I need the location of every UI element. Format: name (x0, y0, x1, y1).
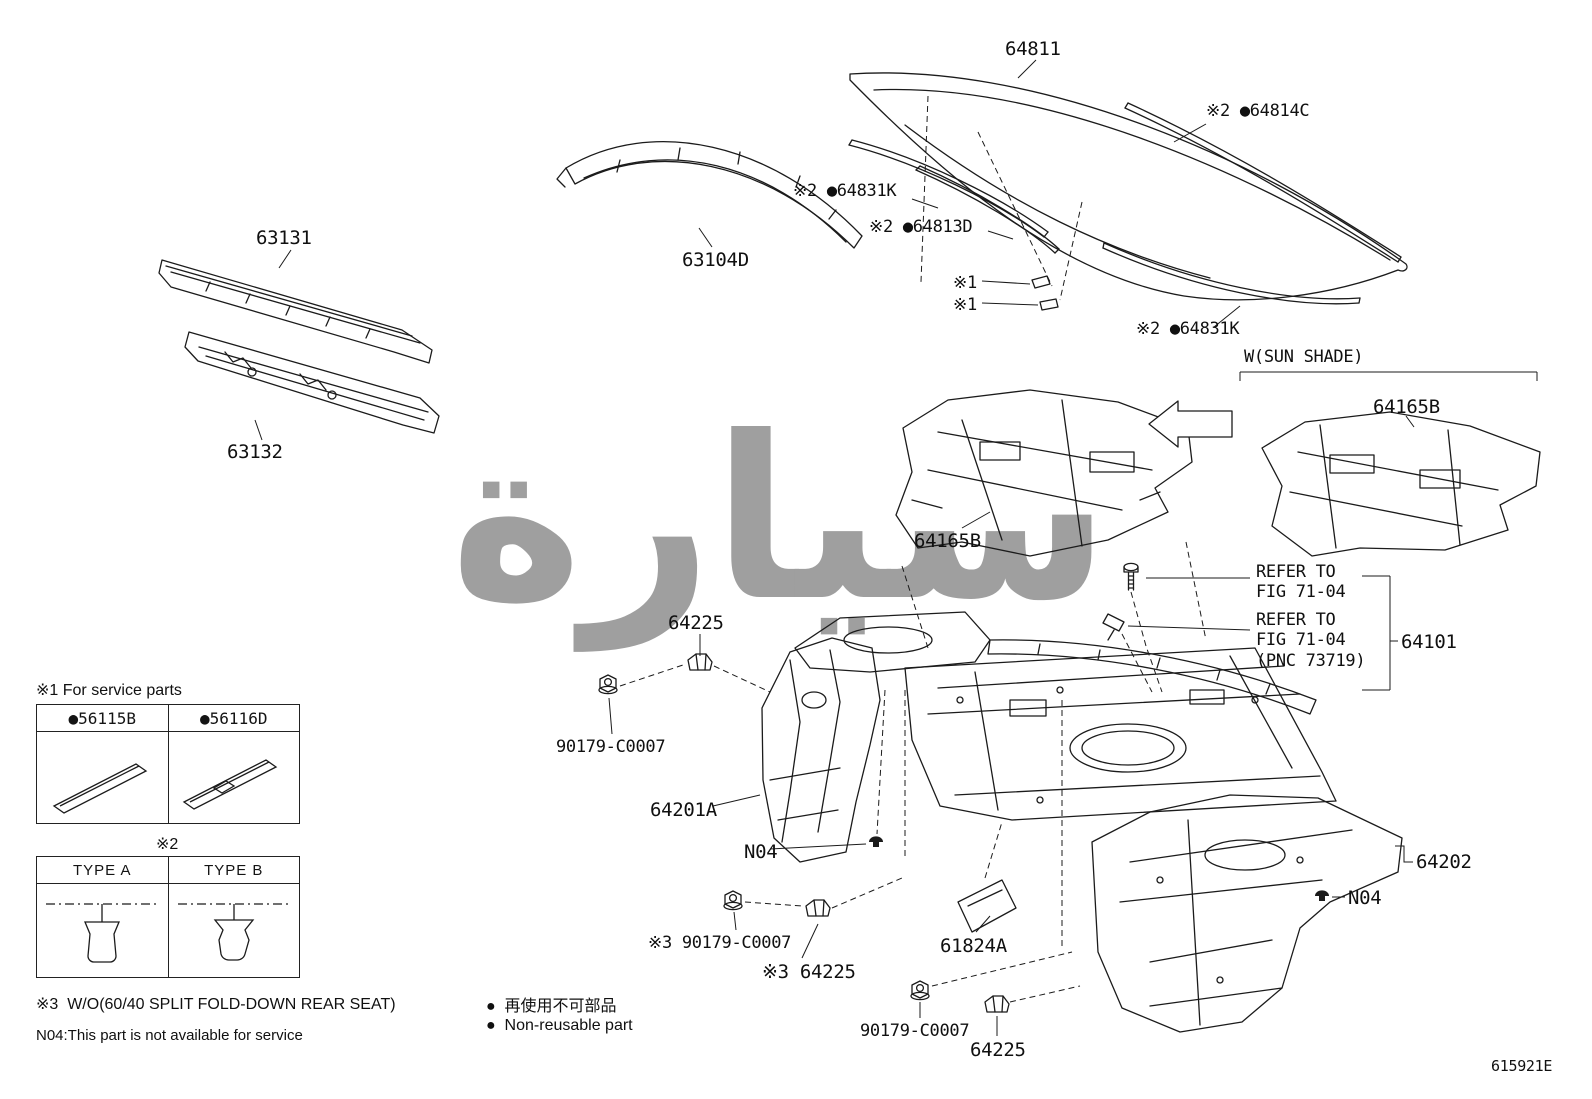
part-label-64225-bottom[interactable]: 64225 (970, 1039, 1026, 1061)
nonreusable-note-jp: ● 再使用不可部品 (486, 998, 617, 1015)
type-b-header: TYPE B (168, 857, 299, 884)
part-label-64831K-upper[interactable]: ※2 ●64831K (793, 181, 897, 201)
nut-90179-C0007-bottom (910, 980, 930, 1001)
part-label-N04-right[interactable]: N04 (1348, 887, 1382, 909)
part-label-63131[interactable]: 63131 (256, 227, 312, 249)
package-tray-panel-64101 (904, 647, 1337, 821)
part-label-56116D[interactable]: ●56116D (168, 705, 299, 732)
clip-64225-top (687, 653, 713, 671)
glass-molding-64814C (1124, 102, 1402, 263)
cowl-panel-63132 (184, 331, 440, 434)
service-parts-col-56115B: ●56115B (37, 705, 168, 823)
part-label-64814C[interactable]: ※2 ●64814C (1206, 101, 1310, 121)
package-tray-trim-64165B-sunshade (1261, 411, 1541, 557)
part-label-90179-C0007-mid[interactable]: ※3 90179-C0007 (648, 933, 792, 953)
service-parts-title: ※1 For service parts (36, 682, 182, 699)
part-label-64202[interactable]: 64202 (1416, 851, 1472, 873)
clip-64225-mid (805, 899, 831, 917)
part-label-63132[interactable]: 63132 (227, 441, 283, 463)
bolt-fig71-04 (1123, 562, 1139, 591)
part-label-64225-top[interactable]: 64225 (668, 612, 724, 634)
roof-header-63104D (556, 141, 863, 249)
part-label-64165B[interactable]: 64165B (914, 530, 981, 552)
refer-note-fig71-04: REFER TO FIG 71-04 (1256, 562, 1346, 603)
upper-rail-panel (794, 611, 1317, 715)
clip-64225-bottom (984, 995, 1010, 1013)
part-56115B-drawing (37, 732, 168, 823)
type-b-col: TYPE B (167, 857, 300, 977)
part-label-63104D[interactable]: 63104D (682, 249, 749, 271)
service-parts-col-56116D: ●56116D (167, 705, 300, 823)
part-label-64225-mid[interactable]: ※3 64225 (762, 961, 856, 983)
grommet-N04-right (1314, 889, 1330, 902)
nonreusable-note-en: ● Non-reusable part (486, 1017, 633, 1034)
type-b-drawing (169, 884, 300, 977)
note-n04: N04:This part is not available for servi… (36, 1027, 303, 1044)
nut-90179-C0007-mid (723, 890, 743, 911)
part-label-64831K-lower[interactable]: ※2 ●64831K (1136, 319, 1240, 339)
part-label-N04-left[interactable]: N04 (744, 841, 778, 863)
part-label-90179-C0007-top[interactable]: 90179-C0007 (556, 737, 666, 757)
dashed-leader-lines (619, 95, 1207, 1003)
nut-90179-C0007-top (598, 674, 618, 695)
type-table-title: ※2 (156, 836, 179, 853)
type-table: TYPE A TYPE B (36, 856, 300, 978)
rear-glass-64811 (849, 72, 1408, 311)
sunshade-caption: W(SUN SHADE) (1244, 347, 1364, 367)
bracket-61824A (957, 879, 1017, 933)
part-label-64813D[interactable]: ※2 ●64813D (869, 217, 973, 237)
glass-molding-64813D (915, 165, 1060, 254)
service-parts-table: ●56115B ●56116D (36, 704, 300, 824)
type-a-header: TYPE A (37, 857, 168, 884)
type-a-drawing (37, 884, 168, 977)
part-label-64811[interactable]: 64811 (1005, 38, 1061, 60)
cowl-panel-63131 (158, 259, 433, 364)
hook-bracket-pnc73719 (1102, 613, 1125, 641)
part-label-90179-C0007-bottom[interactable]: 90179-C0007 (860, 1021, 970, 1041)
ref-mark-1a: ※1 (953, 273, 977, 293)
part-56116D-drawing (169, 732, 300, 823)
note-wo-split-seat: ※3 W/O(60/40 SPLIT FOLD-DOWN REAR SEAT) (36, 996, 396, 1013)
part-label-64201A[interactable]: 64201A (650, 799, 717, 821)
solid-leader-lines (254, 59, 1538, 1036)
lower-back-panel-64202 (1091, 794, 1403, 1033)
refer-note-fig71-04-pnc: REFER TO FIG 71-04 (PNC 73719) (1256, 610, 1366, 671)
part-label-64101[interactable]: 64101 (1401, 631, 1457, 653)
quarter-pillar-64201A (761, 637, 881, 863)
ref-mark-1b: ※1 (953, 295, 977, 315)
package-tray-trim-64165B-center (895, 389, 1193, 557)
doc-code: 615921E (1491, 1057, 1553, 1075)
glass-molding-64831K-lower (1102, 242, 1361, 305)
grommet-N04-left (868, 835, 884, 848)
part-label-61824A[interactable]: 61824A (940, 935, 1007, 957)
part-label-56115B[interactable]: ●56115B (37, 705, 168, 732)
direction-arrow (1148, 400, 1233, 448)
type-a-col: TYPE A (37, 857, 168, 977)
part-label-64165B-sunshade[interactable]: 64165B (1373, 396, 1440, 418)
